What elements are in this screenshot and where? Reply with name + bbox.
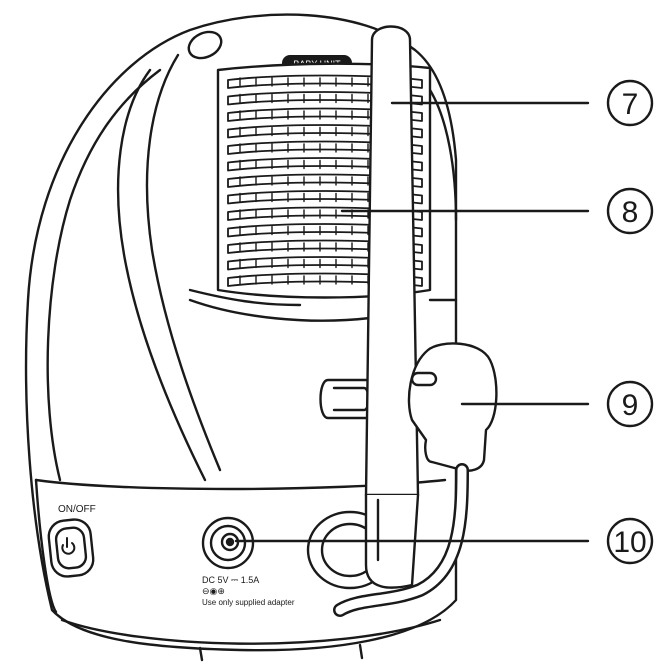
power-label: ON/OFF: [58, 504, 96, 515]
grille-slat: [227, 157, 423, 172]
grille-slat: [227, 124, 423, 139]
grille-slat: [227, 256, 423, 271]
callout-8: 8: [340, 187, 654, 235]
callout-circle: [606, 517, 654, 565]
callout-circle: [606, 79, 654, 127]
grille-slat: [227, 272, 423, 287]
callout-circle: [606, 187, 654, 235]
antenna: [364, 25, 420, 589]
power-icon: [61, 537, 76, 555]
callout-number: 7: [622, 88, 639, 121]
dc-jack[interactable]: [201, 516, 255, 570]
grille-slat: [227, 190, 423, 205]
cable-holder: [333, 342, 498, 617]
callout-9: 9: [460, 380, 654, 428]
callout-10: 10: [234, 517, 654, 565]
grille-slat: [227, 74, 423, 89]
callout-circle: [606, 380, 654, 428]
power-button[interactable]: [47, 518, 95, 578]
grille-slat: [227, 223, 423, 238]
grille-slat: [227, 91, 423, 106]
callout-7: 7: [390, 79, 654, 127]
polarity-symbol: ⊖◉⊕: [202, 586, 225, 596]
grille-slat: [227, 173, 423, 188]
grille-slat: [227, 107, 423, 122]
callout-number: 8: [622, 196, 639, 229]
callout-number: 10: [613, 526, 646, 559]
grille-slat: [227, 206, 423, 221]
grille-slat: [227, 140, 423, 155]
callout-number: 9: [622, 389, 639, 422]
adapter-note: Use only supplied adapter: [202, 598, 295, 607]
dc-rating-label: DC 5V ⎓ 1.5A: [202, 575, 259, 585]
grille-slat: [227, 239, 423, 254]
